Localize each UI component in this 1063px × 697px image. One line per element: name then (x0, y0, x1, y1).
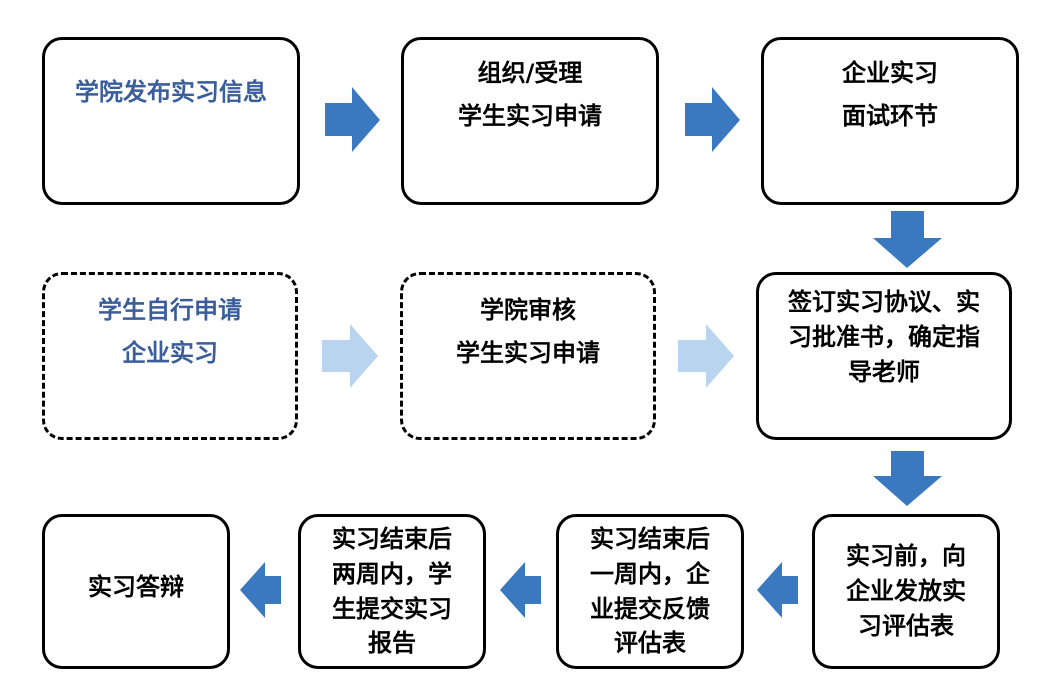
box-line: 实习前，向 (846, 542, 966, 571)
box-college-review: 学院审核 学生实习申请 (400, 272, 656, 440)
arrow-right-light-icon (322, 324, 378, 388)
box-line: 习批准书，确定指 (788, 322, 980, 351)
box-line: 学生自行申请 (98, 296, 242, 325)
box-line: 实习答辩 (88, 573, 184, 602)
box-line: 两周内，学 (332, 559, 452, 588)
box-interview: 企业实习 面试环节 (761, 37, 1019, 205)
box-line: 习评估表 (858, 611, 954, 640)
box-before-internship: 实习前，向 企业发放实 习评估表 (812, 514, 1000, 669)
box-line: 签订实习协议、实 (788, 288, 980, 316)
box-two-weeks-after: 实习结束后 两周内，学 生提交实习 报告 (298, 514, 486, 669)
box-publish-info: 学院发布实习信息 (42, 37, 300, 205)
box-sign-agreement: 签订实习协议、实 习批准书，确定指 导老师 (756, 272, 1012, 440)
box-line: 生提交实习 (332, 594, 452, 623)
box-line: 企业发放实 (846, 577, 966, 606)
box-line: 学生实习申请 (458, 102, 602, 130)
box-line: 学院审核 (480, 296, 576, 325)
box-line: 学生实习申请 (456, 339, 600, 367)
arrow-right-icon (325, 87, 380, 152)
arrow-down-icon (873, 211, 942, 268)
box-self-apply: 学生自行申请 企业实习 (42, 272, 298, 440)
box-organize-application: 组织/受理 学生实习申请 (401, 37, 659, 205)
box-line: 评估表 (614, 629, 686, 658)
box-line: 业提交反馈 (590, 594, 710, 623)
box-line: 学院发布实习信息 (75, 77, 267, 106)
arrow-right-icon (685, 87, 740, 152)
box-defense: 实习答辩 (42, 514, 230, 669)
box-line: 面试环节 (842, 102, 938, 130)
box-line: 报告 (368, 629, 416, 658)
arrow-right-light-icon (678, 324, 734, 388)
box-line: 一周内，企 (590, 559, 710, 588)
arrow-left-icon (240, 562, 281, 618)
arrow-left-icon (757, 562, 798, 618)
box-line: 企业实习 (122, 339, 218, 367)
box-line: 企业实习 (842, 59, 938, 88)
arrow-down-icon (873, 451, 942, 506)
box-line: 实习结束后 (590, 524, 710, 553)
box-line: 导老师 (848, 357, 920, 386)
box-one-week-after: 实习结束后 一周内，企 业提交反馈 评估表 (556, 514, 744, 669)
box-line: 实习结束后 (332, 524, 452, 553)
box-line: 组织/受理 (477, 59, 583, 88)
arrow-left-icon (500, 562, 541, 618)
